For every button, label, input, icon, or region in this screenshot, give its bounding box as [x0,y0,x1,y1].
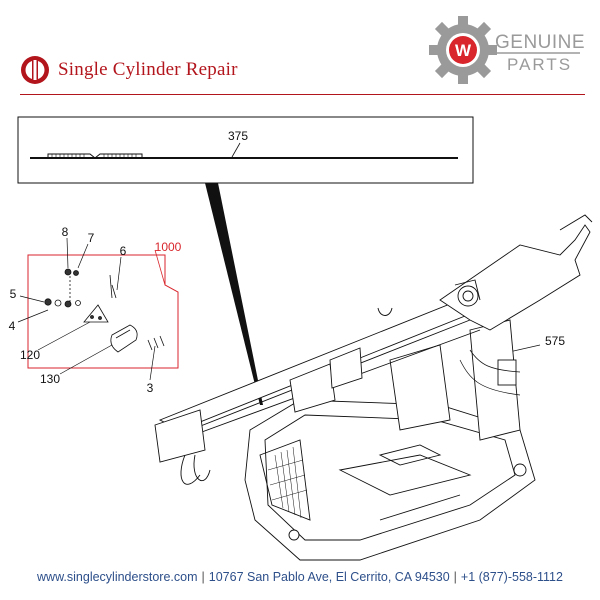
brand-name: Single Cylinder Repair [58,59,238,80]
badge-line2: PARTS [507,55,572,74]
badge-line1: GENUINE [495,32,585,53]
gear-icon: W [429,16,497,84]
callout-120: 120 [20,348,40,362]
hardware-parts [44,268,165,353]
callout-130: 130 [40,372,60,386]
genuine-parts-badge: W GENUINE PARTS [429,16,585,84]
callout-3: 3 [147,381,154,395]
callout-1000: 1000 [155,240,182,254]
callout-7: 7 [88,231,95,245]
group-bracket [27,254,179,369]
footer-address: 10767 San Pablo Ave, El Cerrito, CA 9453… [208,570,450,584]
footer-separator: | [201,570,205,584]
machine-assembly [154,214,593,561]
detail-cable [30,153,458,159]
callout-6: 6 [120,244,127,258]
detail-box [17,116,474,184]
callout-575: 575 [545,334,565,348]
header-divider [20,94,585,95]
brand-header[interactable]: Single Cylinder Repair [20,50,238,90]
footer-separator: | [453,570,457,584]
callout-5: 5 [10,287,17,301]
callout-375: 375 [228,129,248,143]
detail-pointer [205,183,263,405]
callout-4: 4 [9,319,16,333]
brand-logo-icon [21,56,49,84]
footer-phone[interactable]: +1 (877)-558-1112 [460,570,563,584]
callout-8: 8 [62,225,69,239]
footer: www.singlecylinderstore.com|10767 San Pa… [0,570,600,594]
footer-website-link[interactable]: www.singlecylinderstore.com [37,570,198,584]
badge-logo-letter: W [455,41,472,60]
